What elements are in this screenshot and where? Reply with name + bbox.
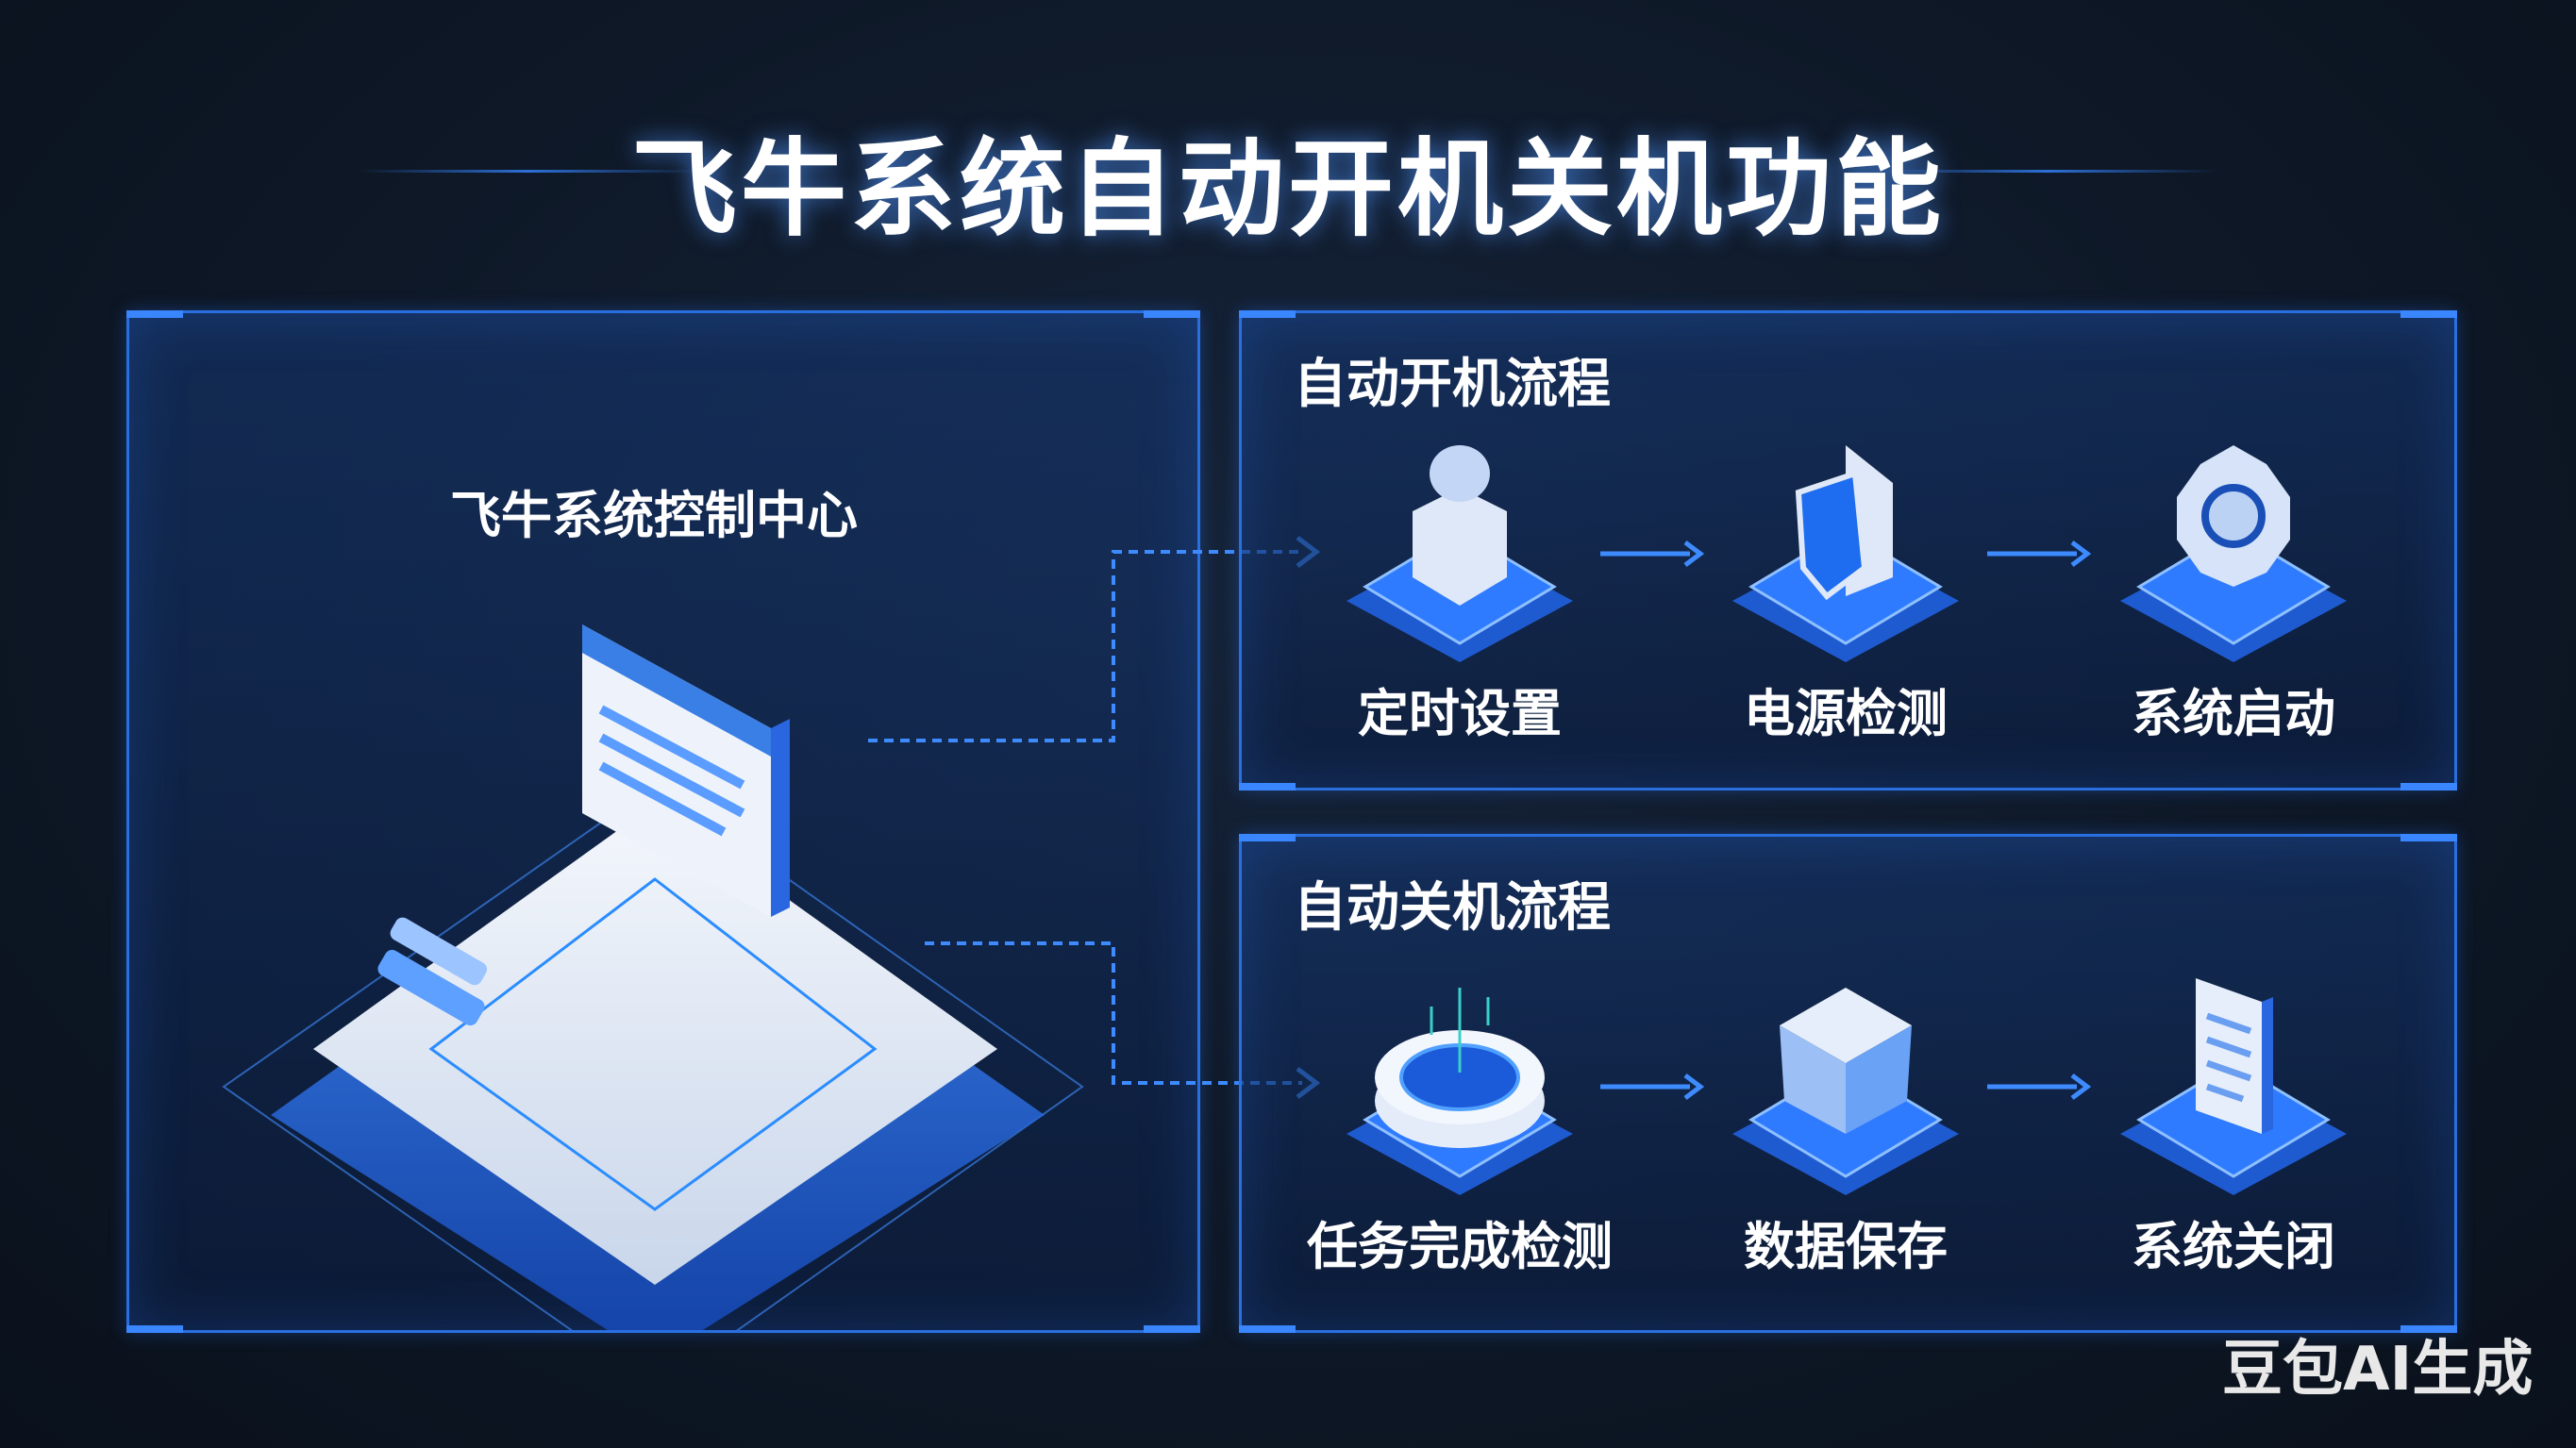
step-system-shutdown: 系统关闭 bbox=[2064, 969, 2403, 1279]
arrow-right-icon bbox=[1600, 540, 1705, 572]
control-center-label: 飞牛系统控制中心 bbox=[450, 486, 858, 545]
title-decor-line-right bbox=[1878, 170, 2217, 173]
startup-flow-title: 自动开机流程 bbox=[1294, 354, 1611, 415]
step-power-check: 电源检测 bbox=[1676, 436, 2016, 746]
step-label: 数据保存 bbox=[1744, 1217, 1948, 1276]
document-icon bbox=[2120, 978, 2347, 1195]
step-label: 系统关闭 bbox=[2132, 1217, 2335, 1276]
control-center-platform-icon bbox=[222, 624, 1084, 1330]
step-label: 定时设置 bbox=[1358, 684, 1562, 743]
step-data-save: 数据保存 bbox=[1676, 969, 2016, 1279]
step-label: 任务完成检测 bbox=[1307, 1217, 1613, 1276]
page-title: 飞牛系统自动开机关机功能 bbox=[631, 128, 1945, 251]
step-system-start: 系统启动 bbox=[2064, 436, 2403, 746]
step-label: 电源检测 bbox=[1744, 684, 1948, 743]
shutdown-flow-panel: 自动关机流程 任务完成检测 数据保存 系统关闭 bbox=[1239, 834, 2457, 1333]
data-box-icon bbox=[1732, 988, 1959, 1195]
step-label: 系统启动 bbox=[2132, 684, 2335, 743]
step-timer-setting: 定时设置 bbox=[1290, 436, 1630, 746]
arrow-right-icon bbox=[1987, 1073, 2092, 1105]
gear-icon bbox=[2120, 445, 2347, 662]
shield-icon bbox=[1732, 445, 1959, 662]
step-task-completion-check: 任务完成检测 bbox=[1290, 969, 1630, 1279]
arrow-right-icon bbox=[1987, 540, 2092, 572]
startup-flow-panel: 自动开机流程 定时设置 电源检测 系统启动 bbox=[1239, 310, 2457, 791]
title-decor-line-left bbox=[359, 170, 698, 173]
shutdown-flow-title: 自动关机流程 bbox=[1294, 877, 1611, 939]
timer-cube-icon bbox=[1347, 445, 1573, 662]
control-center-panel: 飞牛系统控制中心 bbox=[126, 310, 1200, 1333]
watermark: 豆包AI生成 bbox=[2222, 1335, 2534, 1405]
detection-disc-icon bbox=[1347, 988, 1573, 1195]
arrow-right-icon bbox=[1600, 1073, 1705, 1105]
